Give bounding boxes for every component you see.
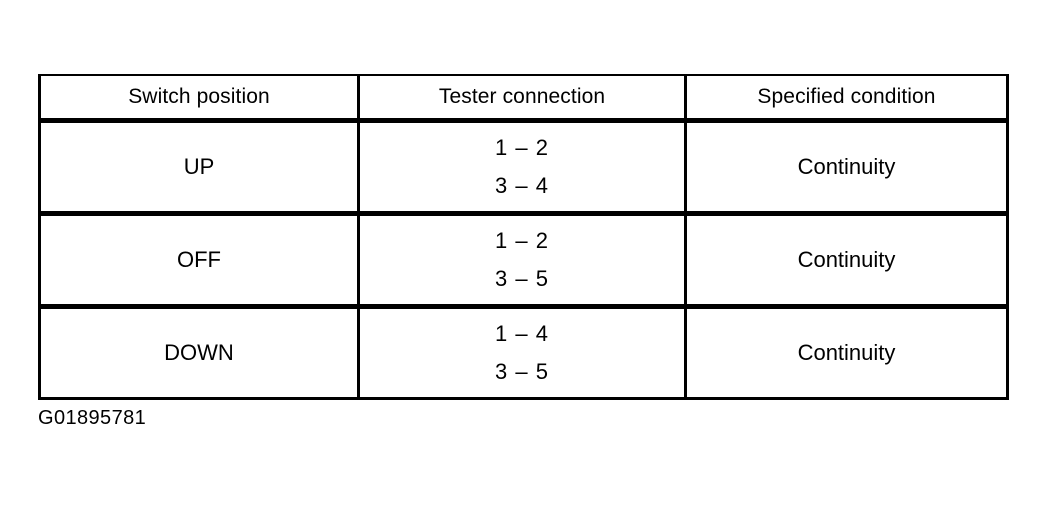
cell-tester-connection: 1 – 2 3 – 5 <box>357 213 687 309</box>
cell-specified-condition: Continuity <box>684 120 1009 216</box>
cell-specified-condition: Continuity <box>684 213 1009 309</box>
cell-switch-position: DOWN <box>38 306 360 400</box>
tester-connection-line: 3 – 4 <box>495 173 549 198</box>
tester-connection-line: 3 – 5 <box>495 359 549 384</box>
column-header-switch-position: Switch position <box>38 74 360 123</box>
tester-connection-line: 3 – 5 <box>495 266 549 291</box>
cell-tester-connection: 1 – 2 3 – 4 <box>357 120 687 216</box>
tester-connection-line: 1 – 4 <box>495 321 549 346</box>
table-row: OFF 1 – 2 3 – 5 Continuity <box>38 213 1009 309</box>
switch-position-value: OFF <box>177 247 221 272</box>
cell-tester-connection: 1 – 4 3 – 5 <box>357 306 687 400</box>
cell-switch-position: UP <box>38 120 360 216</box>
table-row: UP 1 – 2 3 – 4 Continuity <box>38 120 1009 216</box>
cell-switch-position: OFF <box>38 213 360 309</box>
tester-connection-line: 1 – 2 <box>495 228 549 253</box>
switch-continuity-table: Switch position Tester connection Specif… <box>38 74 1009 400</box>
column-header-tester-connection: Tester connection <box>357 74 687 123</box>
specified-condition-value: Continuity <box>797 340 896 365</box>
switch-position-value: UP <box>183 154 215 179</box>
specified-condition-value: Continuity <box>797 154 896 179</box>
switch-position-value: DOWN <box>164 340 234 365</box>
column-header-specified-condition: Specified condition <box>684 74 1009 123</box>
cell-specified-condition: Continuity <box>684 306 1009 400</box>
table-header-row: Switch position Tester connection Specif… <box>38 74 1009 123</box>
figure-caption: G01895781 <box>38 407 147 429</box>
table-row: DOWN 1 – 4 3 – 5 Continuity <box>38 306 1009 400</box>
specified-condition-value: Continuity <box>797 247 896 272</box>
tester-connection-line: 1 – 2 <box>495 135 549 160</box>
